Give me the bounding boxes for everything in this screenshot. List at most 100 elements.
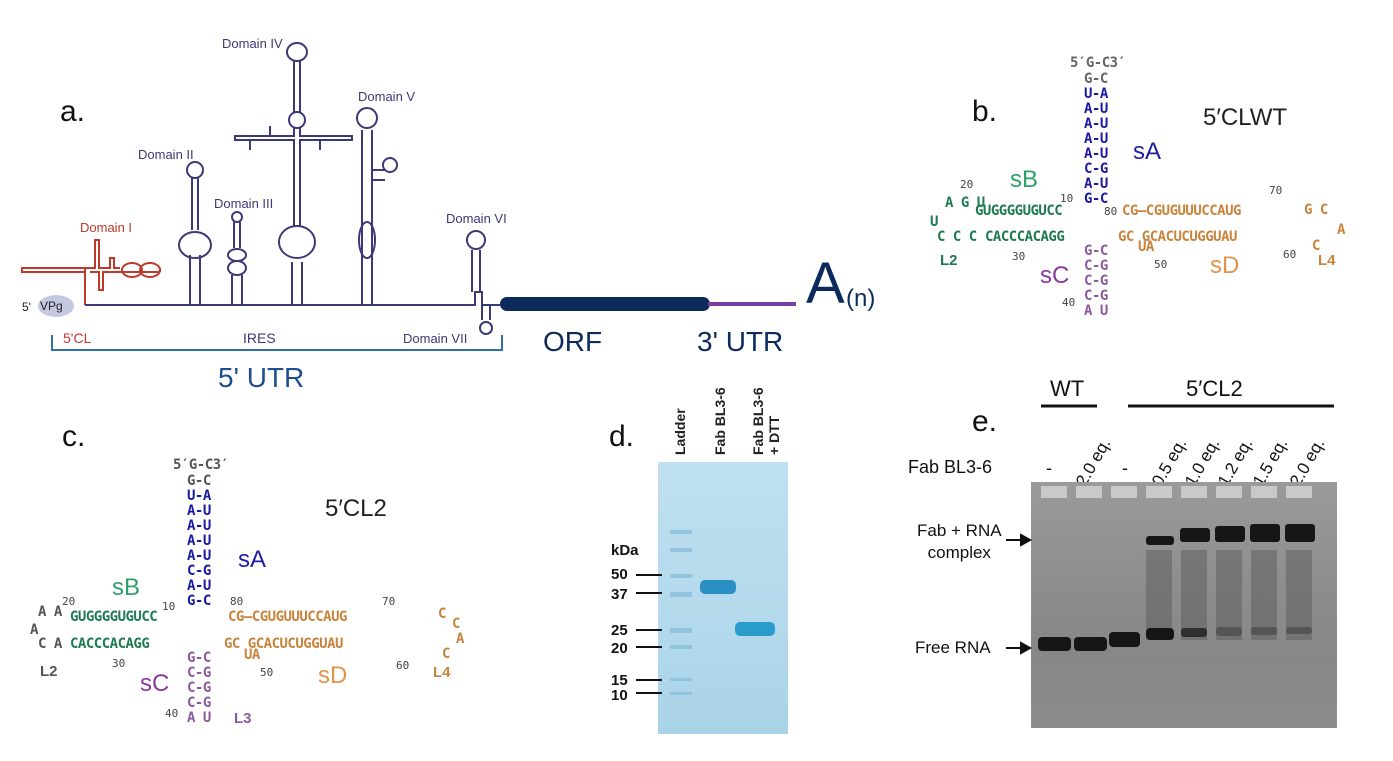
loop-b-2: U (930, 214, 938, 230)
loop-c: A U (187, 710, 211, 726)
vpg-blob (38, 295, 74, 317)
panel-d-letter: d. (609, 420, 635, 453)
num-20: 20 (960, 178, 974, 191)
num-80: 80 (1104, 205, 1118, 218)
num-20: 20 (62, 595, 76, 608)
num-80: 80 (230, 595, 244, 608)
vpg-label: VPg (40, 299, 63, 313)
num-50: 50 (260, 666, 274, 679)
stem-c-pair-3: C-G (187, 695, 211, 711)
loop-b-3: C C C (937, 229, 977, 245)
domain-ii-label: Domain II (138, 147, 194, 162)
loop-b: A A (38, 604, 62, 620)
stem-c-pair-0: G-C (187, 650, 211, 666)
stem-c-pair-2: C-G (1084, 273, 1108, 289)
sa-label: sA (1133, 138, 1162, 165)
num-10: 10 (162, 600, 176, 613)
stem-a-pair-6: C-G (187, 563, 211, 579)
polya-n: (n) (846, 285, 876, 312)
stem-a-terminal: 5′G-C3′ (1070, 55, 1126, 71)
loop-b: A G U (945, 195, 985, 211)
loop-b-2: A (30, 622, 38, 638)
stem-a-pair-5: A-U (1084, 146, 1108, 162)
domain-i-structure (21, 239, 161, 305)
stem-a-pair-0: G-C (1084, 71, 1108, 87)
sb-label: sB (1010, 166, 1039, 193)
domain-vi-label: Domain VI (446, 211, 507, 226)
cl2-label: 5′CL2 (1186, 376, 1243, 401)
stem-c-pair-3: C-G (1084, 288, 1108, 304)
num-70: 70 (1269, 184, 1283, 197)
loop-c: A U (1084, 303, 1108, 319)
num-30: 30 (1012, 250, 1026, 263)
stem-d-top: CG—CGUGUUUCCAUG (228, 609, 347, 625)
orf-bar (500, 297, 710, 311)
domain-iii-label: Domain III (214, 196, 274, 211)
stem-d-bottom: GC GCACUCUGGUAU (224, 636, 343, 652)
wt-label: WT (1050, 376, 1085, 401)
stem-c-pair-1: C-G (1084, 258, 1108, 274)
domain-v-label: Domain V (358, 89, 416, 104)
l4-label: L4 (1318, 252, 1336, 269)
loop-d-4: C (442, 646, 450, 662)
stem-a-pair-7: A-U (1084, 176, 1108, 192)
stem-d-bottom: GC GCACUCUGGUAU (1118, 229, 1237, 245)
stem-a-pair-7: A-U (187, 578, 211, 594)
stem-a-terminal: 5′G-C3′ (173, 457, 229, 473)
loop-b-3: C A (38, 636, 62, 652)
utr5-bracket (51, 335, 503, 351)
stem-b-bottom: CACCCACAGG (985, 229, 1065, 245)
num-30: 30 (112, 657, 126, 670)
marker-15: 15 (611, 672, 628, 689)
free-rna-label: Free RNA (915, 638, 991, 657)
loop-d-2: A (1337, 222, 1345, 238)
num-40: 40 (165, 707, 179, 720)
marker-50: 50 (611, 566, 628, 583)
fab-row-label: Fab BL3-6 (908, 457, 993, 477)
stem-a-pair-1: U-A (187, 488, 211, 504)
stem-b-top: GUGGGGUGUCC (975, 203, 1063, 219)
l2-label: L2 (40, 663, 58, 680)
num-10: 10 (1060, 192, 1074, 205)
num-60: 60 (396, 659, 410, 672)
orf-label: ORF (543, 326, 603, 357)
stem-a-pair-2: A-U (1084, 101, 1108, 117)
stem-a-pair-4: A-U (1084, 131, 1108, 147)
ires-structure (85, 42, 500, 335)
l3-label: L3 (234, 710, 252, 727)
loop-d-3: A (456, 631, 464, 647)
stem-a-pair-3: A-U (1084, 116, 1108, 132)
stem-b-top: GUGGGGUGUCC (70, 609, 158, 625)
utr5-label: 5' UTR (218, 362, 305, 393)
domain-i-label: Domain I (80, 220, 133, 235)
stem-b-bottom: CACCCACAGG (70, 636, 150, 652)
num-40: 40 (1062, 296, 1076, 309)
sc-label: sC (140, 670, 170, 697)
bulge-ua: UA (1138, 239, 1154, 255)
utr3-line (708, 302, 796, 306)
loop-d-3: C (1312, 238, 1320, 254)
stem-a-pair-2: A-U (187, 503, 211, 519)
l2-label: L2 (940, 252, 958, 269)
lane-2-label: - (1122, 458, 1128, 478)
panel-b-letter: b. (972, 95, 998, 128)
marker-25: 25 (611, 622, 628, 639)
sb-label: sB (112, 574, 141, 601)
domain-vii-label: Domain VII (403, 331, 468, 346)
loop-d: C (438, 606, 446, 622)
stem-a-pair-3: A-U (187, 518, 211, 534)
num-60: 60 (1283, 248, 1297, 261)
stem-c-pair-0: G-C (1084, 243, 1108, 259)
sds-gel (658, 462, 788, 734)
l4-label: L4 (433, 664, 451, 681)
polya-a: A (806, 251, 845, 316)
stem-a-pair-0: G-C (187, 473, 211, 489)
panel-c-letter: c. (62, 420, 86, 453)
stem-a-pair-5: A-U (187, 548, 211, 564)
num-70: 70 (382, 595, 396, 608)
cl-label: 5'CL (63, 330, 92, 346)
